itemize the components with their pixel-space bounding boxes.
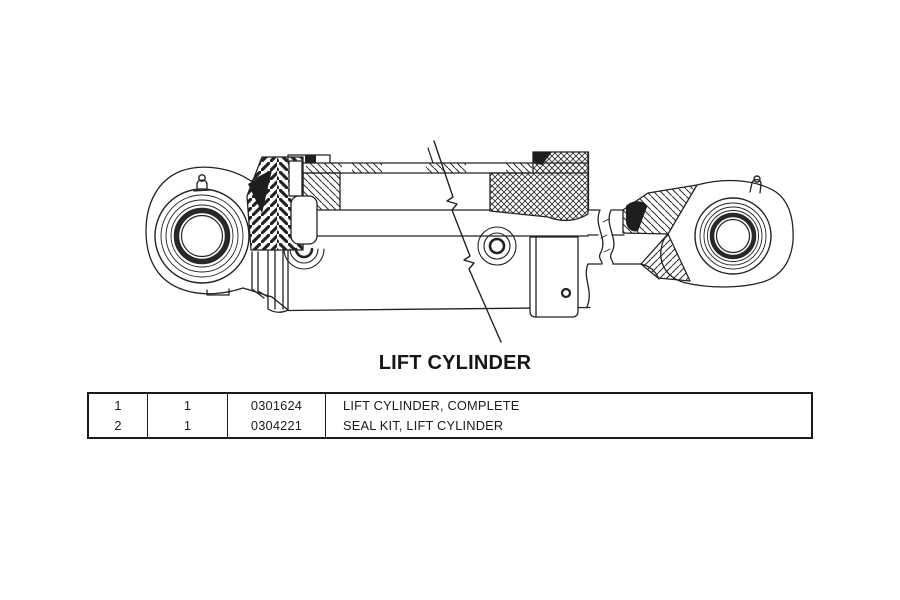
quantity-cell: 1 xyxy=(183,417,192,433)
seal-dark-wedge xyxy=(248,170,272,213)
description-cell: SEAL KIT, LIFT CYLINDER xyxy=(343,417,504,433)
rod-eye-weld xyxy=(622,184,698,282)
part-number-column: 0301624 0304221 xyxy=(228,394,326,437)
cylinder-cap-section xyxy=(246,154,331,251)
quantity-column: 1 1 xyxy=(148,394,228,437)
port-hole xyxy=(560,287,572,299)
rod-break-line xyxy=(597,209,604,265)
right-rod-eye xyxy=(660,175,794,288)
description-column: LIFT CYLINDER, COMPLETE SEAL KIT, LIFT C… xyxy=(326,394,811,437)
grease-fitting xyxy=(749,175,762,194)
part-number-cell: 0304221 xyxy=(250,417,303,433)
cap-end-port xyxy=(283,195,325,270)
item-number-column: 1 2 xyxy=(89,394,148,437)
item-number-cell: 2 xyxy=(114,417,122,433)
description-cell: LIFT CYLINDER, COMPLETE xyxy=(343,397,520,413)
item-number-cell: 1 xyxy=(114,397,122,413)
rod-gland-section xyxy=(489,151,590,222)
cap-weld-boss xyxy=(287,154,331,164)
rod-end-port xyxy=(477,226,517,266)
port-block xyxy=(529,236,579,318)
quantity-cell: 1 xyxy=(183,397,192,413)
leader-line xyxy=(427,140,502,343)
left-rod-eye xyxy=(145,166,273,298)
parts-table: 1 2 1 1 0301624 0304221 LIFT CYLINDER, C… xyxy=(87,392,813,439)
grease-fitting xyxy=(193,174,211,192)
figure-title: LIFT CYLINDER xyxy=(378,352,532,374)
part-number-cell: 0301624 xyxy=(250,397,303,413)
